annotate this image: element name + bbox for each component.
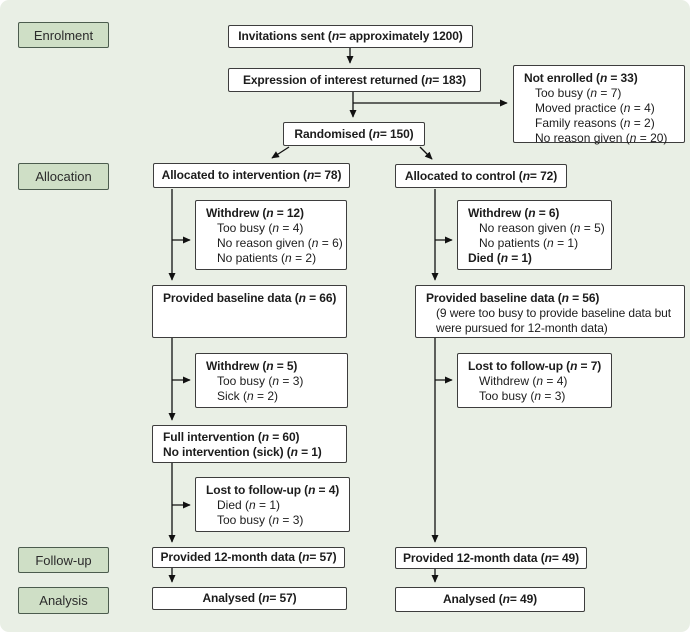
box-line: Full intervention (n = 60) — [163, 430, 300, 444]
box-title: Withdrew (n = 5) — [206, 359, 298, 373]
box-reason: Family reasons (n = 2) — [535, 116, 655, 130]
box-reason: No reason given (n = 20) — [535, 131, 668, 145]
box-not-enrolled: Not enrolled (n = 33) Too busy (n = 7) M… — [513, 65, 685, 145]
box-12-month-intervention: Provided 12-month data (n = 57) — [152, 547, 345, 568]
box-reason: Too busy (n = 3) — [479, 389, 566, 403]
box-randomised: Randomised (n = 150) — [283, 122, 425, 146]
stage-label-analysis: Analysis — [18, 587, 109, 614]
box-reason: Died (n = 1) — [217, 498, 281, 512]
box-reason: Moved practice (n = 4) — [535, 101, 655, 115]
box-title: Provided baseline data (n = 56) — [426, 291, 600, 305]
box-reason: No reason given (n = 6) — [217, 236, 343, 250]
stage-label-enrolment: Enrolment — [18, 22, 109, 48]
box-reason: Too busy (n = 3) — [217, 374, 304, 388]
box-reason: No reason given (n = 5) — [479, 221, 605, 235]
box-reason: Too busy (n = 3) — [217, 513, 304, 527]
box-baseline-intervention: Provided baseline data (n = 66) — [152, 285, 347, 338]
box-reason: Withdrew (n = 4) — [479, 374, 568, 388]
box-title: Not enrolled (n = 33) — [524, 71, 638, 85]
box-reason: No patients (n = 2) — [217, 251, 317, 265]
box-allocated-control: Allocated to control (n = 72) — [395, 164, 567, 188]
box-title: Provided baseline data (n = 66) — [163, 291, 337, 305]
box-baseline-control: Provided baseline data (n = 56) (9 were … — [415, 285, 685, 338]
box-title: Lost to follow-up (n = 7) — [468, 359, 602, 373]
box-withdrew-intervention-1: Withdrew (n = 12) Too busy (n = 4) No re… — [195, 200, 347, 270]
box-analysed-intervention: Analysed (n = 57) — [152, 587, 347, 610]
box-title: Withdrew (n = 12) — [206, 206, 304, 220]
stage-label-follow-up: Follow-up — [18, 547, 109, 573]
box-lost-follow-up-intervention: Lost to follow-up (n = 4) Died (n = 1) T… — [195, 477, 350, 532]
stage-label-allocation: Allocation — [18, 163, 109, 190]
box-expression-of-interest: Expression of interest returned (n = 183… — [228, 68, 481, 92]
box-reason: No patients (n = 1) — [479, 236, 579, 250]
box-line: No intervention (sick) (n = 1) — [163, 445, 322, 459]
box-reason: Too busy (n = 7) — [535, 86, 622, 100]
box-12-month-control: Provided 12-month data (n = 49) — [395, 547, 587, 569]
box-reason: Too busy (n = 4) — [217, 221, 304, 235]
box-analysed-control: Analysed (n = 49) — [395, 587, 585, 612]
box-footer: Died (n = 1) — [468, 251, 532, 265]
box-withdrew-intervention-2: Withdrew (n = 5) Too busy (n = 3) Sick (… — [195, 353, 348, 408]
box-full-intervention: Full intervention (n = 60) No interventi… — [152, 425, 347, 463]
box-note: (9 were too busy to provide baseline dat… — [436, 306, 671, 335]
box-lost-follow-up-control: Lost to follow-up (n = 7) Withdrew (n = … — [457, 353, 612, 408]
box-allocated-intervention: Allocated to intervention (n = 78) — [153, 163, 350, 188]
box-title: Lost to follow-up (n = 4) — [206, 483, 340, 497]
box-invitations-sent: Invitations sent (n = approximately 1200… — [228, 25, 473, 48]
box-withdrew-control: Withdrew (n = 6) No reason given (n = 5)… — [457, 200, 612, 270]
box-reason: Sick (n = 2) — [217, 389, 279, 403]
box-title: Withdrew (n = 6) — [468, 206, 560, 220]
